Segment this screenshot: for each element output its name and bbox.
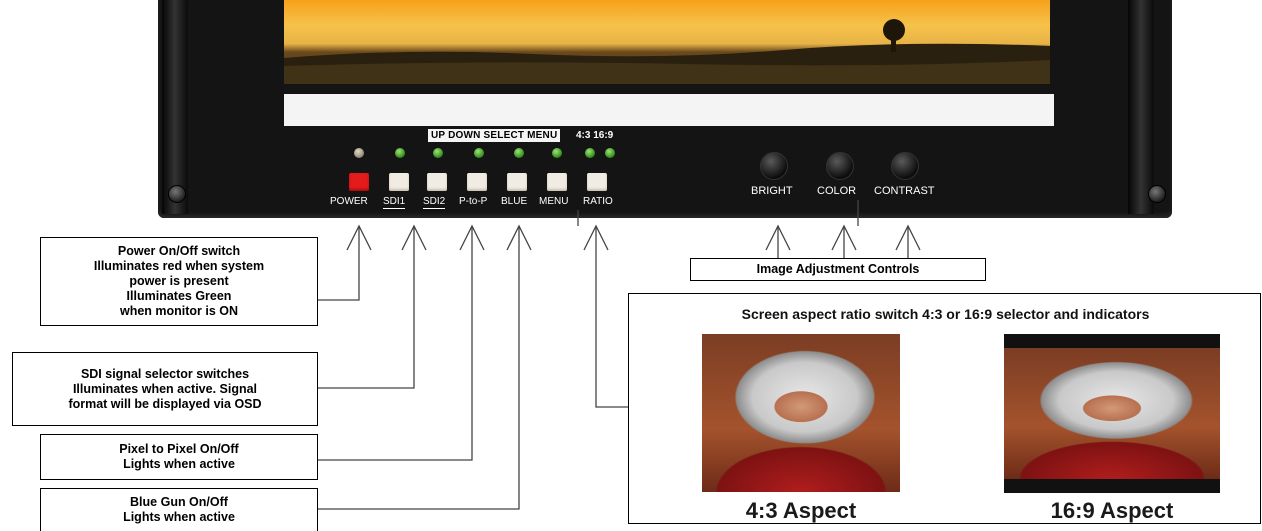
aspect-ratio-panel: Screen aspect ratio switch 4:3 or 16:9 s… bbox=[628, 293, 1261, 524]
sdi-leader-line bbox=[318, 226, 415, 389]
pixel-to-pixel-callout: Pixel to Pixel On/Off Lights when active bbox=[40, 434, 318, 480]
power-callout: Power On/Off switch Illuminates red when… bbox=[40, 237, 318, 326]
ratio-keys-label: 4:3 16:9 bbox=[576, 130, 614, 141]
football-player-image bbox=[1004, 348, 1220, 479]
sdi2-led bbox=[433, 148, 443, 158]
p-to-p-button[interactable] bbox=[467, 173, 487, 191]
color-label: COLOR bbox=[817, 185, 857, 197]
power-arrow-icon bbox=[346, 224, 372, 251]
power-led bbox=[354, 148, 364, 158]
callout-line: SDI signal selector switches bbox=[80, 366, 250, 381]
aspect-169-image bbox=[1004, 334, 1220, 493]
aspect-43-caption: 4:3 Aspect bbox=[745, 498, 857, 523]
power-label: POWER bbox=[330, 196, 368, 207]
callout-line: Power On/Off switch bbox=[117, 244, 241, 258]
sdi1-label: SDI1 bbox=[383, 196, 406, 209]
sdi2-label: SDI2 bbox=[423, 196, 446, 209]
down-led bbox=[514, 148, 524, 158]
rack-handle-right bbox=[1128, 0, 1154, 214]
power-button[interactable] bbox=[349, 173, 369, 191]
callout-line: format will be displayed via OSD bbox=[68, 396, 262, 411]
blue-arrow-icon bbox=[506, 224, 532, 251]
sdi-arrow-icon bbox=[401, 224, 427, 251]
menu-keys-label: UP DOWN SELECT MENU bbox=[428, 129, 561, 142]
callout-line: Lights when active bbox=[123, 457, 235, 471]
blue-button[interactable] bbox=[507, 173, 527, 191]
up-led bbox=[474, 148, 484, 158]
callout-line: power is present bbox=[129, 274, 229, 288]
callout-line: Illuminates Green bbox=[126, 289, 232, 303]
callout-line: when monitor is ON bbox=[119, 304, 239, 318]
blue-label: BLUE bbox=[501, 196, 528, 207]
ratio-43-led bbox=[585, 148, 595, 158]
screw-icon bbox=[168, 185, 186, 203]
aspect-169-caption: 16:9 Aspect bbox=[1050, 498, 1174, 523]
aspect-43-image bbox=[702, 334, 900, 492]
ratio-button[interactable] bbox=[587, 173, 607, 191]
osd-strip bbox=[284, 94, 1054, 126]
color-knob[interactable] bbox=[826, 152, 854, 180]
contrast-knob[interactable] bbox=[891, 152, 919, 180]
callout-line: Pixel to Pixel On/Off bbox=[119, 442, 239, 456]
monitor-screen-image bbox=[284, 0, 1050, 84]
ratio-leader-line bbox=[595, 226, 628, 408]
sdi1-led bbox=[395, 148, 405, 158]
sdi2-button[interactable] bbox=[427, 173, 447, 191]
blue-leader-line bbox=[318, 226, 520, 510]
ratio-label: RATIO bbox=[583, 196, 613, 207]
select-led bbox=[552, 148, 562, 158]
blue-gun-callout: Blue Gun On/Off Lights when active bbox=[40, 488, 318, 531]
p-to-p-label: P-to-P bbox=[459, 196, 488, 207]
image-adjustment-callout: Image Adjustment Controls bbox=[690, 258, 986, 281]
sunset-landscape-image bbox=[284, 19, 1050, 84]
color-arrow-icon bbox=[831, 224, 857, 251]
aspect-ratio-title: Screen aspect ratio switch 4:3 or 16:9 s… bbox=[741, 306, 1150, 322]
callout-line: Blue Gun On/Off bbox=[130, 495, 228, 509]
screw-icon bbox=[1148, 185, 1166, 203]
callout-line: Illuminates red when system bbox=[93, 259, 265, 273]
pixel-arrow-icon bbox=[459, 224, 485, 251]
football-player-image bbox=[702, 334, 900, 492]
callout-line: Image Adjustment Controls bbox=[756, 262, 920, 276]
ratio-169-led bbox=[605, 148, 615, 158]
contrast-arrow-icon bbox=[895, 224, 921, 251]
bright-arrow-icon bbox=[765, 224, 791, 251]
bright-knob[interactable] bbox=[760, 152, 788, 180]
rack-handle-left bbox=[162, 0, 188, 214]
sdi-callout: SDI signal selector switches Illuminates… bbox=[12, 352, 318, 426]
callout-line: Illuminates when active. Signal bbox=[72, 381, 258, 396]
sdi1-button[interactable] bbox=[389, 173, 409, 191]
menu-button[interactable] bbox=[547, 173, 567, 191]
contrast-label: CONTRAST bbox=[874, 185, 935, 197]
power-leader-line bbox=[318, 226, 360, 301]
menu-label: MENU bbox=[539, 196, 569, 207]
pixel-leader-line bbox=[318, 226, 473, 461]
bright-label: BRIGHT bbox=[751, 185, 793, 197]
callout-line: Lights when active bbox=[123, 510, 235, 524]
ratio-arrow-icon bbox=[583, 224, 609, 251]
